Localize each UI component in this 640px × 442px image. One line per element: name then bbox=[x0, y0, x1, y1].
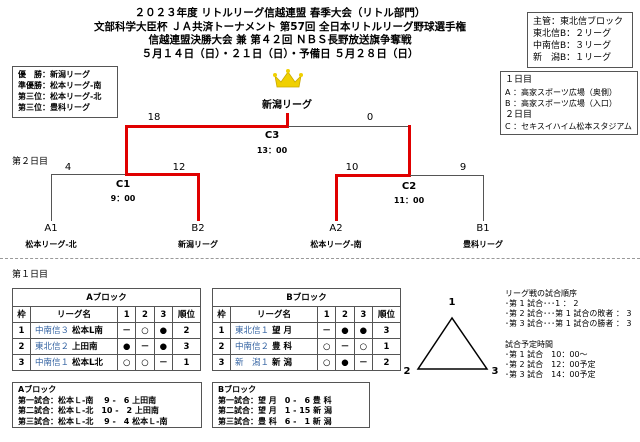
semi2-code: C2 bbox=[401, 181, 417, 192]
leaf-name: 松本リーグ-南 bbox=[310, 240, 362, 249]
bracket-line bbox=[51, 174, 126, 175]
day1-label: 第１日目 bbox=[12, 270, 49, 280]
block-b-results: Bブロック第一試合：望 月 0 - 6 豊 科第二試合：望 月 1 - 15 新… bbox=[212, 382, 370, 428]
block-title: Bブロック bbox=[212, 288, 401, 307]
venue-line: C ：セキスイハイム松本スタジアム bbox=[505, 122, 632, 131]
organizer-line: 東北信B：２リーグ bbox=[533, 29, 612, 39]
title-line-3: 信越連盟決勝大会 兼 第４２回 ＮＢＳ長野放送旗争奪戦 bbox=[148, 34, 412, 46]
title-line-4: ５月１４日（日）・２１日（日）・予備日 ５月２８日（日） bbox=[141, 48, 419, 60]
bracket-line bbox=[125, 125, 289, 128]
leaf-seed: B2 bbox=[191, 223, 205, 234]
triangle-label: 1 bbox=[448, 297, 456, 308]
col-header: 1 bbox=[116, 306, 137, 323]
venue-line: １日目 bbox=[505, 75, 533, 85]
day2-label: 第２日目 bbox=[12, 157, 49, 167]
venue-line: ２日目 bbox=[505, 109, 533, 120]
col-header: 2 bbox=[135, 306, 155, 323]
leaf-seed: A2 bbox=[329, 223, 343, 234]
bracket-line bbox=[335, 174, 338, 221]
final-time: 13：00 bbox=[256, 146, 288, 155]
match-schedule: 試合予定時間･第 1 試合 10：00～･第 2 試合 12：00予定･第 3 … bbox=[505, 340, 596, 379]
col-header: 順位 bbox=[372, 306, 401, 323]
leaf-name: 松本リーグ-北 bbox=[25, 240, 77, 249]
organizer-line: 中南信B：３リーグ bbox=[533, 41, 612, 51]
bracket-line bbox=[286, 113, 289, 127]
bracket-line bbox=[51, 174, 52, 221]
col-header: 順位 bbox=[172, 306, 201, 323]
bracket-line bbox=[125, 125, 128, 175]
bracket-line bbox=[410, 175, 484, 176]
section-divider bbox=[0, 258, 640, 259]
bracket-line bbox=[335, 174, 411, 177]
block-a-results: Aブロック第一試合：松本Ｌ-南 9 - 6 上田南第二試合：松本Ｌ-北 10 -… bbox=[12, 382, 202, 428]
leaf-name: 豊科リーグ bbox=[463, 240, 503, 249]
organizer-line: 主管：東北信ブロック bbox=[533, 17, 624, 27]
title-line-1: ２０２３年度 リトルリーグ信越連盟 春季大会（リトル部門） bbox=[134, 7, 426, 19]
semi1-time: 9：00 bbox=[110, 194, 136, 203]
semi1-right-score: 12 bbox=[172, 162, 186, 173]
venue-line: B ：高家スポーツ広場（入口） bbox=[505, 99, 617, 108]
rank-3a: 第三位：松本リーグ-北 bbox=[18, 92, 102, 101]
col-header: 3 bbox=[353, 306, 374, 323]
leaf-seed: A1 bbox=[44, 223, 58, 234]
col-header: 2 bbox=[335, 306, 355, 323]
organizer-box: 主管：東北信ブロック 東北信B：２リーグ 中南信B：３リーグ 新 潟B：１リーグ bbox=[527, 12, 633, 68]
triangle-label: 3 bbox=[491, 366, 499, 377]
rank-2: 準優勝：松本リーグ-南 bbox=[18, 81, 102, 90]
bracket-line bbox=[197, 173, 200, 221]
league-triangle bbox=[416, 316, 489, 370]
venue-line: A ：高家スポーツ広場（奥側） bbox=[505, 87, 617, 97]
rank-3b: 第三位：豊科リーグ bbox=[18, 103, 90, 112]
final-right-score: 0 bbox=[366, 112, 374, 123]
col-header: 枠 bbox=[12, 306, 31, 323]
organizer-line: 新 潟B：１リーグ bbox=[533, 53, 612, 63]
bracket-line bbox=[408, 125, 411, 176]
leaf-seed: B1 bbox=[476, 223, 490, 234]
match-order: リーグ戦の試合順序･第 1 試合･･･1 ： 2･第 2 試合･･･第 1 試合… bbox=[505, 289, 632, 328]
bracket-line bbox=[288, 126, 410, 127]
col-header: リーグ名 bbox=[230, 306, 318, 323]
rank-1: 優 勝：新潟リーグ bbox=[18, 70, 90, 79]
bracket-line bbox=[483, 175, 484, 221]
triangle-label: 2 bbox=[403, 366, 411, 377]
crown-icon bbox=[273, 69, 303, 88]
semi1-code: C1 bbox=[115, 179, 131, 190]
semi2-time: 11：00 bbox=[393, 196, 425, 205]
bracket-line bbox=[125, 173, 200, 176]
semi2-left-score: 10 bbox=[345, 162, 359, 173]
col-header: リーグ名 bbox=[30, 306, 118, 323]
semi1-left-score: 4 bbox=[64, 162, 72, 173]
final-left-score: 18 bbox=[147, 112, 161, 123]
col-header: 1 bbox=[316, 306, 337, 323]
col-header: 枠 bbox=[212, 306, 231, 323]
ranking-box: 優 勝：新潟リーグ 準優勝：松本リーグ-南 第三位：松本リーグ-北 第三位：豊科… bbox=[12, 66, 118, 118]
venue-box: １日目 A ：高家スポーツ広場（奥側） B ：高家スポーツ広場（入口） ２日目 … bbox=[500, 71, 638, 135]
final-code: C3 bbox=[264, 130, 280, 141]
leaf-name: 新潟リーグ bbox=[178, 240, 218, 249]
title-line-2: 文部科学大臣杯 ＪＡ共済トーナメント 第57回 全日本リトルリーグ野球選手権 bbox=[93, 21, 467, 33]
semi2-right-score: 9 bbox=[459, 162, 467, 173]
col-header: 3 bbox=[153, 306, 174, 323]
champion-name: 新潟リーグ bbox=[262, 100, 312, 111]
block-title: Aブロック bbox=[12, 288, 201, 307]
